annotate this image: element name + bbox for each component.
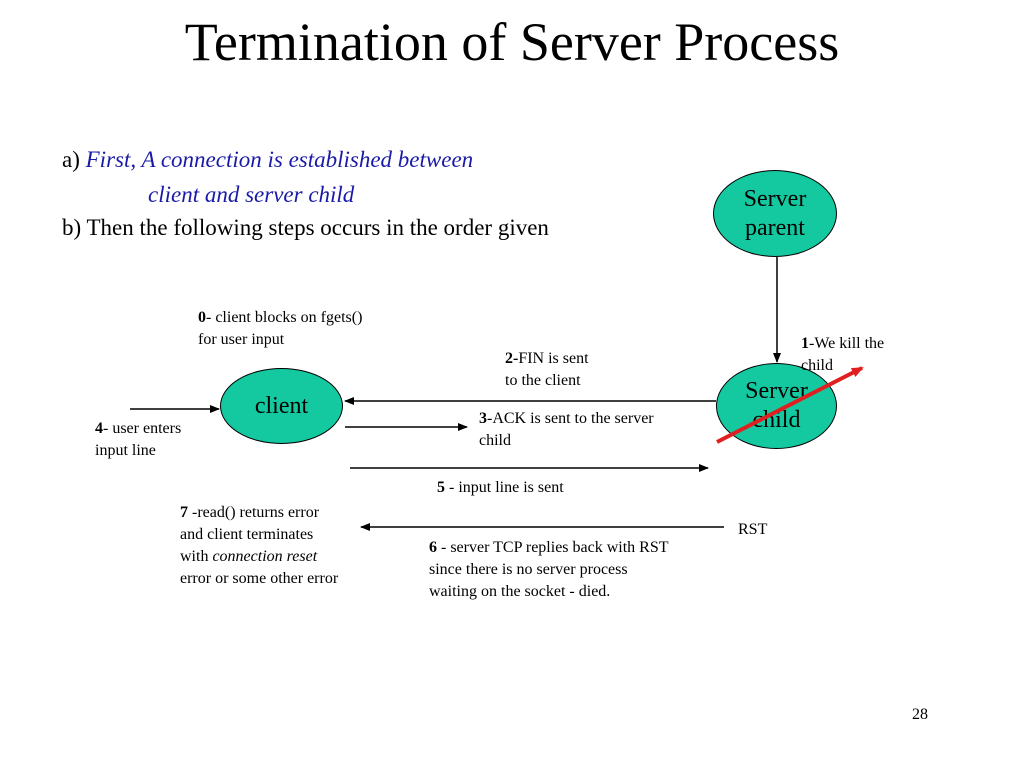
step-2-number: 2- — [505, 350, 519, 367]
step-7-text-italic: connection reset — [212, 548, 318, 565]
client-label: client — [254, 392, 309, 419]
step-3-note: 3-ACK is sent to the server child — [479, 408, 654, 452]
step-7-note: 7 -read() returns error and client termi… — [180, 502, 338, 590]
step-2-text-2: to the client — [505, 372, 581, 389]
client-node: client — [220, 368, 343, 444]
page-number: 28 — [912, 706, 928, 723]
step-6-note: 6 - server TCP replies back with RST sin… — [429, 537, 669, 603]
server-child-label-2: child — [752, 407, 801, 433]
server-parent-node: Server parent — [713, 170, 837, 257]
intro-a-prefix: a) — [62, 147, 80, 172]
step-4-note: 4- user enters input line — [95, 418, 181, 462]
step-2-text: FIN is sent — [518, 350, 589, 367]
step-0-text: - client blocks on fgets() — [206, 309, 363, 326]
server-child-label-1: Server — [745, 378, 808, 404]
step-3-number: 3 — [479, 410, 487, 427]
step-4-text-2: input line — [95, 442, 156, 459]
server-parent-label-1: Server — [743, 185, 807, 212]
step-7-number: 7 — [180, 504, 188, 521]
step-5-text: - input line is sent — [445, 479, 564, 496]
step-0-text-2: for user input — [198, 331, 285, 348]
step-1-text-2: child — [801, 357, 833, 374]
intro-line-a: a) First, A connection is established be… — [62, 145, 473, 175]
server-parent-label-2: parent — [745, 214, 805, 241]
step-4-text: - user enters — [103, 420, 182, 437]
intro-a-continuation: client and server child — [148, 182, 355, 207]
step-4-number: 4 — [95, 420, 103, 437]
step-6-text: - server TCP replies back with RST — [437, 539, 669, 556]
step-7-text-2: and client terminates — [180, 526, 314, 543]
step-3-text-2: child — [479, 432, 511, 449]
intro-a-text: First, A connection is established betwe… — [85, 147, 474, 172]
intro-line-b: b) Then the following steps occurs in th… — [62, 215, 549, 240]
step-5-note: 5 - input line is sent — [437, 477, 564, 499]
step-5-number: 5 — [437, 479, 445, 496]
step-6-text-3: waiting on the socket - died. — [429, 583, 611, 600]
step-3-text: -ACK is sent to the server — [487, 410, 654, 427]
step-1-number: 1 — [801, 335, 809, 352]
step-6-text-2: since there is no server process — [429, 561, 628, 578]
step-1-text: -We kill the — [809, 335, 885, 352]
page-title: Termination of Server Process — [184, 12, 840, 72]
step-7-text-3: with — [180, 548, 213, 565]
step-7-text: -read() returns error — [188, 504, 320, 521]
step-0-number: 0 — [198, 309, 206, 326]
step-0-note: 0- client blocks on fgets() for user inp… — [198, 307, 362, 351]
step-1-note: 1-We kill the child — [801, 333, 884, 377]
rst-label: RST — [738, 521, 768, 538]
step-6-number: 6 — [429, 539, 437, 556]
step-7-text-4: error or some other error — [180, 570, 339, 587]
step-2-note: 2-FIN is sent to the client — [505, 348, 589, 392]
